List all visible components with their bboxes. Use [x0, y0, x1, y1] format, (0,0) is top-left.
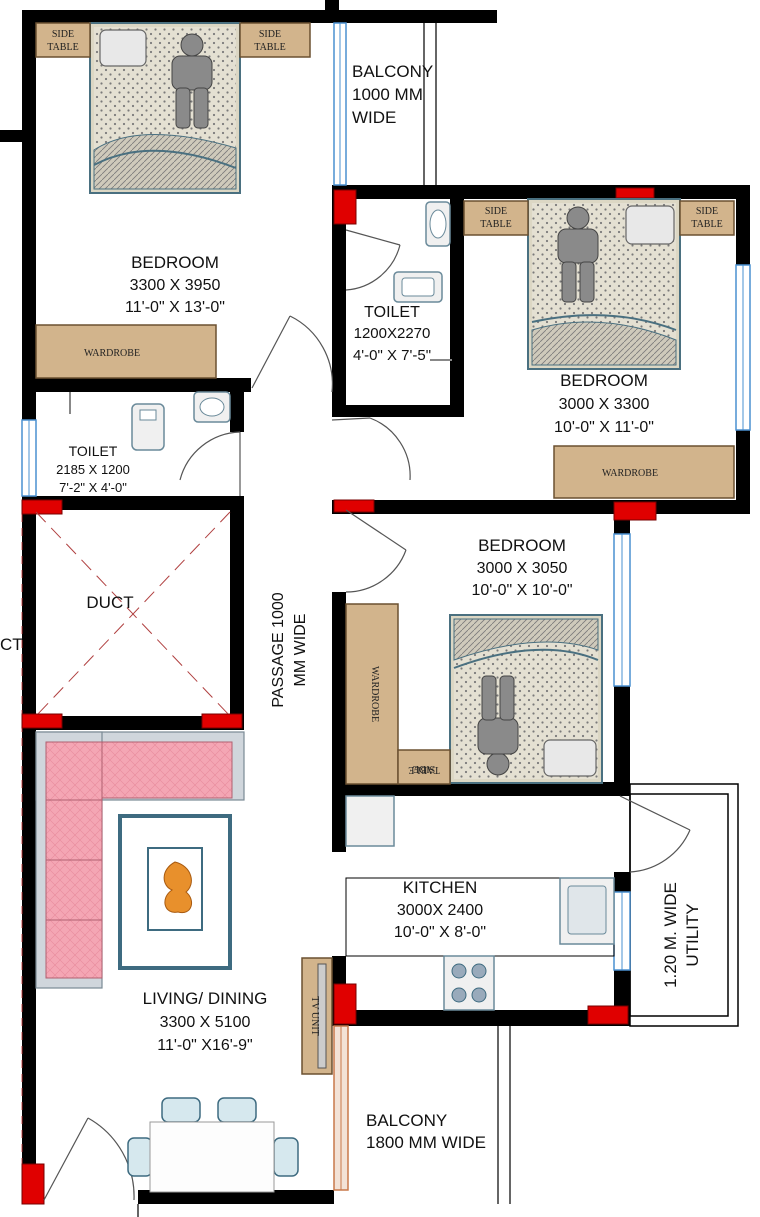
windows: [21, 22, 751, 1191]
wardrobe-label: WARDROBE: [84, 348, 140, 359]
tv-unit-label: TV UNIT: [309, 996, 320, 1036]
room-size-mm: 3000 X 3300: [559, 396, 650, 413]
bed-right: [527, 198, 681, 370]
wardrobe-middle: WARDROBE: [345, 603, 399, 785]
label-kitchen: KITCHEN 3000X 2400 10'-0" X 8'-0": [394, 878, 486, 941]
label-bedroom-right: BEDROOM 3000 X 3300 10'-0" X 11'-0": [554, 371, 654, 436]
doors: [43, 229, 691, 1201]
dining-set: [127, 1097, 299, 1193]
utility-line-2: UTILITY: [683, 903, 702, 966]
room-name: KITCHEN: [403, 878, 478, 897]
room-size-ft: 10'-0" X 10'-0": [471, 582, 572, 599]
side-table-right-left: SIDE TABLE: [463, 200, 529, 236]
toilet-upper-fixtures: [393, 201, 452, 361]
side-table-tl-right: SIDE TABLE: [239, 22, 311, 58]
tv-unit: TV UNIT: [301, 957, 333, 1075]
balcony-line-1: BALCONY: [366, 1111, 447, 1130]
duct-label: DUCT: [86, 593, 133, 612]
toilet-left-fixtures: [69, 391, 231, 451]
duct-area: [35, 511, 231, 717]
room-size-ft: 4'-0" X 7'-5": [353, 347, 431, 364]
side-table-label: SIDE: [259, 29, 281, 40]
room-size-mm: 2185 X 1200: [56, 462, 130, 477]
bed-middle: [449, 614, 603, 784]
passage-line-1: PASSAGE 1000: [270, 592, 287, 707]
label-utility: 1.20 M. WIDE UTILITY: [661, 882, 702, 988]
utility-line-1: 1.20 M. WIDE: [661, 882, 680, 988]
balcony-line-2: 1000 MM: [352, 85, 423, 104]
coffee-table: [118, 814, 232, 970]
balcony-line-2: 1800 MM WIDE: [366, 1133, 486, 1152]
room-name: TOILET: [364, 304, 420, 321]
wardrobe-label: WARDROBE: [369, 666, 380, 722]
side-table-label: TABLE: [47, 42, 78, 53]
label-passage: PASSAGE 1000 MM WIDE: [270, 592, 309, 707]
passage-line-2: MM WIDE: [292, 614, 309, 687]
room-name: BEDROOM: [478, 536, 566, 555]
label-toilet-upper: TOILET 1200X2270 4'-0" X 7'-5": [353, 304, 431, 364]
label-living: LIVING/ DINING 3300 X 5100 11'-0" X16'-9…: [143, 989, 268, 1054]
side-table-label: SIDE: [485, 206, 507, 217]
room-name: TOILET: [69, 443, 118, 459]
balcony-line-3: WIDE: [352, 108, 396, 127]
side-table-middle: SIDE TABLE: [397, 749, 451, 785]
label-balcony-top: BALCONY 1000 MM WIDE: [352, 62, 433, 127]
room-size-ft: 11'-0" X 13'-0": [125, 299, 225, 316]
label-bedroom-top-left: BEDROOM 3300 X 3950 11'-0" X 13'-0": [125, 253, 225, 316]
side-table-label: TABLE: [254, 42, 285, 53]
room-size-ft: 10'-0" X 8'-0": [394, 924, 486, 941]
bed-top-left: [89, 22, 241, 194]
side-table-label: TABLE: [480, 219, 511, 230]
side-table-label: SIDE: [696, 206, 718, 217]
room-size-ft: 11'-0" X16'-9": [157, 1037, 252, 1054]
wardrobe-top-left: WARDROBE: [35, 324, 217, 379]
room-size-ft: 10'-0" X 11'-0": [554, 419, 654, 436]
label-toilet-left: TOILET 2185 X 1200 7'-2" X 4'-0": [56, 443, 130, 495]
kitchen-fixtures: [345, 795, 615, 1011]
room-name: BEDROOM: [560, 371, 648, 390]
room-name: LIVING/ DINING: [143, 989, 268, 1008]
room-size-mm: 1200X2270: [354, 325, 431, 342]
wardrobe-label: WARDROBE: [602, 468, 658, 479]
side-table-right-right: SIDE TABLE: [679, 200, 735, 236]
room-size-mm: 3000 X 3050: [477, 560, 568, 577]
wardrobe-right: WARDROBE: [553, 445, 735, 499]
room-name: BEDROOM: [131, 253, 219, 272]
room-size-mm: 3300 X 5100: [160, 1014, 251, 1031]
walls: [0, 0, 750, 1204]
label-bedroom-middle: BEDROOM 3000 X 3050 10'-0" X 10'-0": [471, 536, 572, 599]
sofa: [35, 731, 245, 989]
side-table-label: SIDE: [52, 29, 74, 40]
balcony-line-1: BALCONY: [352, 62, 433, 81]
room-size-ft: 7'-2" X 4'-0": [59, 480, 127, 495]
side-table-tl-left: SIDE TABLE: [35, 22, 91, 58]
label-balcony-bottom: BALCONY 1800 MM WIDE: [366, 1111, 486, 1152]
duct-edge-label: CT: [0, 635, 23, 654]
side-table-label: TABLE: [408, 764, 439, 775]
room-size-mm: 3000X 2400: [397, 902, 483, 919]
columns: [21, 187, 657, 1205]
balcony-outlines: [137, 23, 511, 1217]
side-table-label: TABLE: [691, 219, 722, 230]
room-size-mm: 3300 X 3950: [130, 277, 221, 294]
side-table-label: SIDE: [413, 763, 435, 774]
